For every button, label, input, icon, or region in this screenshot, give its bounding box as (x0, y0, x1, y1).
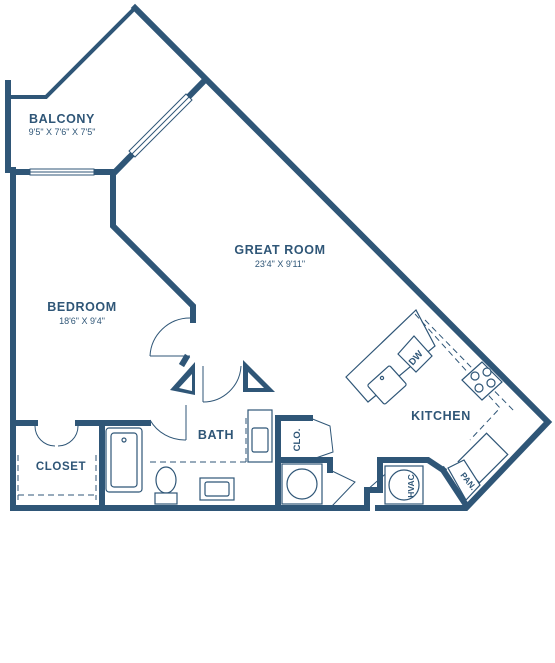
hvac (384, 465, 424, 505)
great-room-dims: 23'4" X 9'11" (255, 259, 305, 269)
kitchen-name: KITCHEN (411, 409, 471, 423)
bedroom-door-swing (149, 317, 191, 357)
bedroom-partition-lower (178, 353, 191, 368)
pantry (447, 459, 481, 502)
closet-name: CLOSET (36, 461, 86, 473)
clo-door (309, 417, 334, 461)
kitchen-sink (367, 365, 407, 405)
bath-door-swing-right (202, 365, 242, 403)
laundry-wall (275, 457, 333, 473)
mech-wall (364, 457, 448, 511)
balcony-dims: 9'5" X 7'6" X 7'5" (29, 127, 96, 137)
closet-door-left (34, 425, 56, 447)
wall-columns (170, 360, 275, 395)
dishwasher (397, 335, 433, 373)
closet-fixtures (17, 455, 97, 500)
great-room-name: GREAT ROOM (234, 243, 325, 257)
kitchen-island (345, 309, 436, 403)
kitchen-counter-line (414, 313, 501, 441)
diagonal-exterior-wall (130, 3, 553, 511)
walls (5, 3, 553, 511)
bath-name: BATH (198, 428, 234, 442)
cooktop (461, 361, 503, 401)
mech-right-wall (438, 465, 471, 510)
bedroom-dims: 18'6" X 9'4" (59, 316, 105, 326)
clo-label: CLO. (292, 429, 303, 452)
hvac-label: HVAC (406, 474, 416, 497)
kitchen-fixtures (345, 309, 516, 502)
bedroom-partition-wall (110, 169, 196, 323)
toilet-bowl (155, 466, 177, 494)
balcony-rail (6, 6, 137, 99)
windows (29, 93, 193, 176)
bath-door-swing-left (149, 419, 187, 441)
bath-right-wall (275, 415, 313, 511)
bath-fixtures (105, 409, 273, 505)
labels: BALCONY 9'5" X 7'6" X 7'5" GREAT ROOM 23… (29, 112, 479, 498)
bedroom-name: BEDROOM (47, 300, 116, 314)
closet-door-right (57, 425, 79, 447)
toilet-tank (154, 492, 178, 505)
balcony-name: BALCONY (29, 112, 95, 126)
laundry-door (329, 469, 356, 507)
laundry (281, 463, 323, 505)
